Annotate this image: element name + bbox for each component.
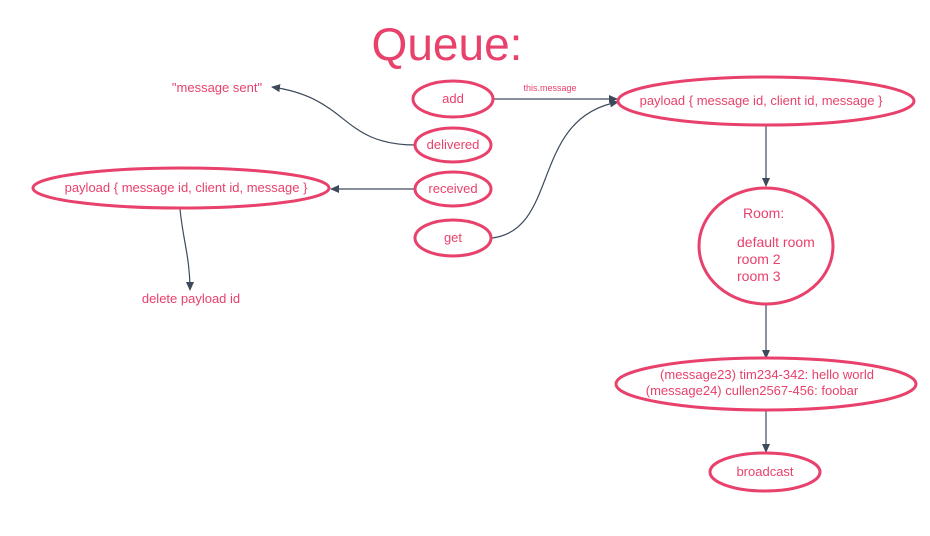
delete-payload-text: delete payload id xyxy=(142,291,240,306)
node-add: add xyxy=(411,79,495,119)
message-sent-text: "message sent" xyxy=(172,80,263,95)
node-payload-right: payload { message id, client id, message… xyxy=(616,75,916,127)
node-received: received xyxy=(413,170,493,208)
node-get-label: get xyxy=(444,230,462,245)
edge-delivered-to-message-sent xyxy=(271,84,417,146)
node-delivered: delivered xyxy=(413,126,493,164)
node-broadcast-label: broadcast xyxy=(736,464,793,479)
edge-payload-left-to-delete xyxy=(179,208,194,291)
edge-get-to-payload xyxy=(491,99,619,239)
node-delivered-label: delivered xyxy=(427,137,480,152)
diagram-title: Queue: xyxy=(372,18,523,70)
room-item: default room xyxy=(737,234,815,250)
room-item: room 3 xyxy=(737,268,781,284)
node-messages: (message23) tim234-342: hello world (mes… xyxy=(614,356,918,412)
node-room: Room: default room room 2 room 3 xyxy=(697,186,835,306)
node-received-label: received xyxy=(428,181,477,196)
edge-label-this-message: this.message xyxy=(523,83,576,93)
node-broadcast: broadcast xyxy=(708,451,822,493)
node-payload-right-label: payload { message id, client id, message… xyxy=(640,93,883,108)
message-line: (message23) tim234-342: hello world xyxy=(660,367,874,382)
node-payload-left: payload { message id, client id, message… xyxy=(31,166,331,210)
node-payload-left-label: payload { message id, client id, message… xyxy=(65,180,308,195)
message-line: (message24) cullen2567-456: foobar xyxy=(646,383,859,398)
room-item: room 2 xyxy=(737,251,781,267)
node-get: get xyxy=(413,218,493,258)
node-add-label: add xyxy=(442,91,464,106)
room-heading: Room: xyxy=(743,205,784,221)
